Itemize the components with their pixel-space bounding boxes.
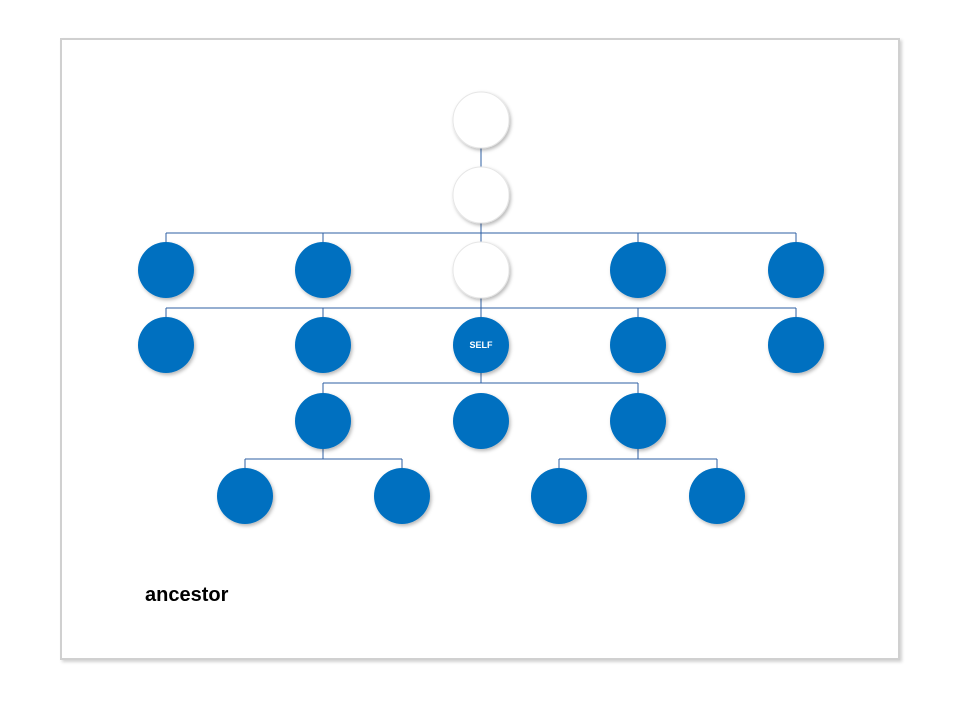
node-gen-6-a [217,468,273,524]
node-gen-4-left [295,317,351,373]
node-gen-4-right [610,317,666,373]
node-circle [689,468,745,524]
node-gen-5-right [610,393,666,449]
node-circle [138,317,194,373]
node-gen-6-b [374,468,430,524]
node-gen-6-d [689,468,745,524]
node-gen-3-far-left [138,242,194,298]
node-circle [531,468,587,524]
node-gen-2 [452,166,510,224]
node-circle [295,393,351,449]
node-gen-3-far-right [768,242,824,298]
node-circle [452,241,510,299]
connector-lines [165,148,797,468]
node-gen-3-right [610,242,666,298]
node-group: SELF [138,91,824,524]
node-circle [217,468,273,524]
node-gen-1 [452,91,510,149]
node-circle [610,317,666,373]
node-gen-3-left [295,242,351,298]
node-gen-4-far-left [138,317,194,373]
node-circle [610,393,666,449]
node-label: SELF [469,340,493,350]
node-circle [452,166,510,224]
node-circle [374,468,430,524]
node-circle [768,242,824,298]
node-gen-4-far-right [768,317,824,373]
node-circle [295,242,351,298]
node-gen-3-center [452,241,510,299]
node-circle [610,242,666,298]
node-gen-6-c [531,468,587,524]
node-circle [768,317,824,373]
node-circle [453,317,509,373]
node-circle [453,393,509,449]
diagram-caption: ancestor [145,584,229,606]
node-circle [295,317,351,373]
node-circle [138,242,194,298]
node-gen-5-left [295,393,351,449]
node-gen-5-center [453,393,509,449]
node-circle [452,91,510,149]
node-self: SELF [453,317,509,373]
